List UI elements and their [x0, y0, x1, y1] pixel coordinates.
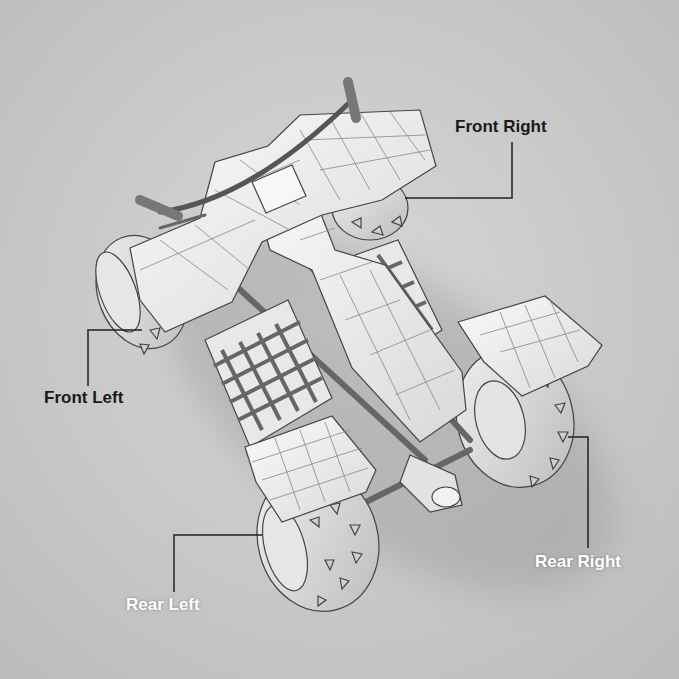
front-fender: [130, 110, 436, 332]
wireframe-lines: [480, 300, 580, 388]
leader-line: [568, 437, 588, 548]
tire-tread: [310, 503, 362, 606]
leader-line: [174, 535, 262, 592]
leader-line: [88, 330, 142, 386]
exhaust-tip: [432, 487, 460, 507]
rear-exhaust: [400, 455, 462, 512]
rear-left-fender: [245, 416, 376, 522]
part-label: Rear Left: [126, 594, 266, 616]
part-label: Rear Right: [535, 551, 675, 573]
handlebars: [140, 82, 356, 228]
part-label: Front Right: [455, 116, 595, 138]
wireframe-lines: [252, 422, 368, 510]
brake-lever: [160, 215, 205, 228]
leader-lines: [88, 142, 588, 592]
front-body: [130, 110, 436, 332]
handlebar: [160, 100, 352, 212]
leader-line: [405, 142, 512, 198]
part-label: Front Left: [44, 387, 184, 409]
wireframe-lines: [140, 112, 430, 290]
footboard-grill: [214, 322, 322, 430]
fender: [245, 416, 376, 522]
fender: [458, 296, 602, 396]
exhaust: [400, 455, 462, 512]
rear-right-fender: [458, 296, 602, 396]
left-grip: [140, 200, 178, 216]
right-grip: [348, 82, 356, 118]
wireframe-lines: [285, 198, 455, 420]
